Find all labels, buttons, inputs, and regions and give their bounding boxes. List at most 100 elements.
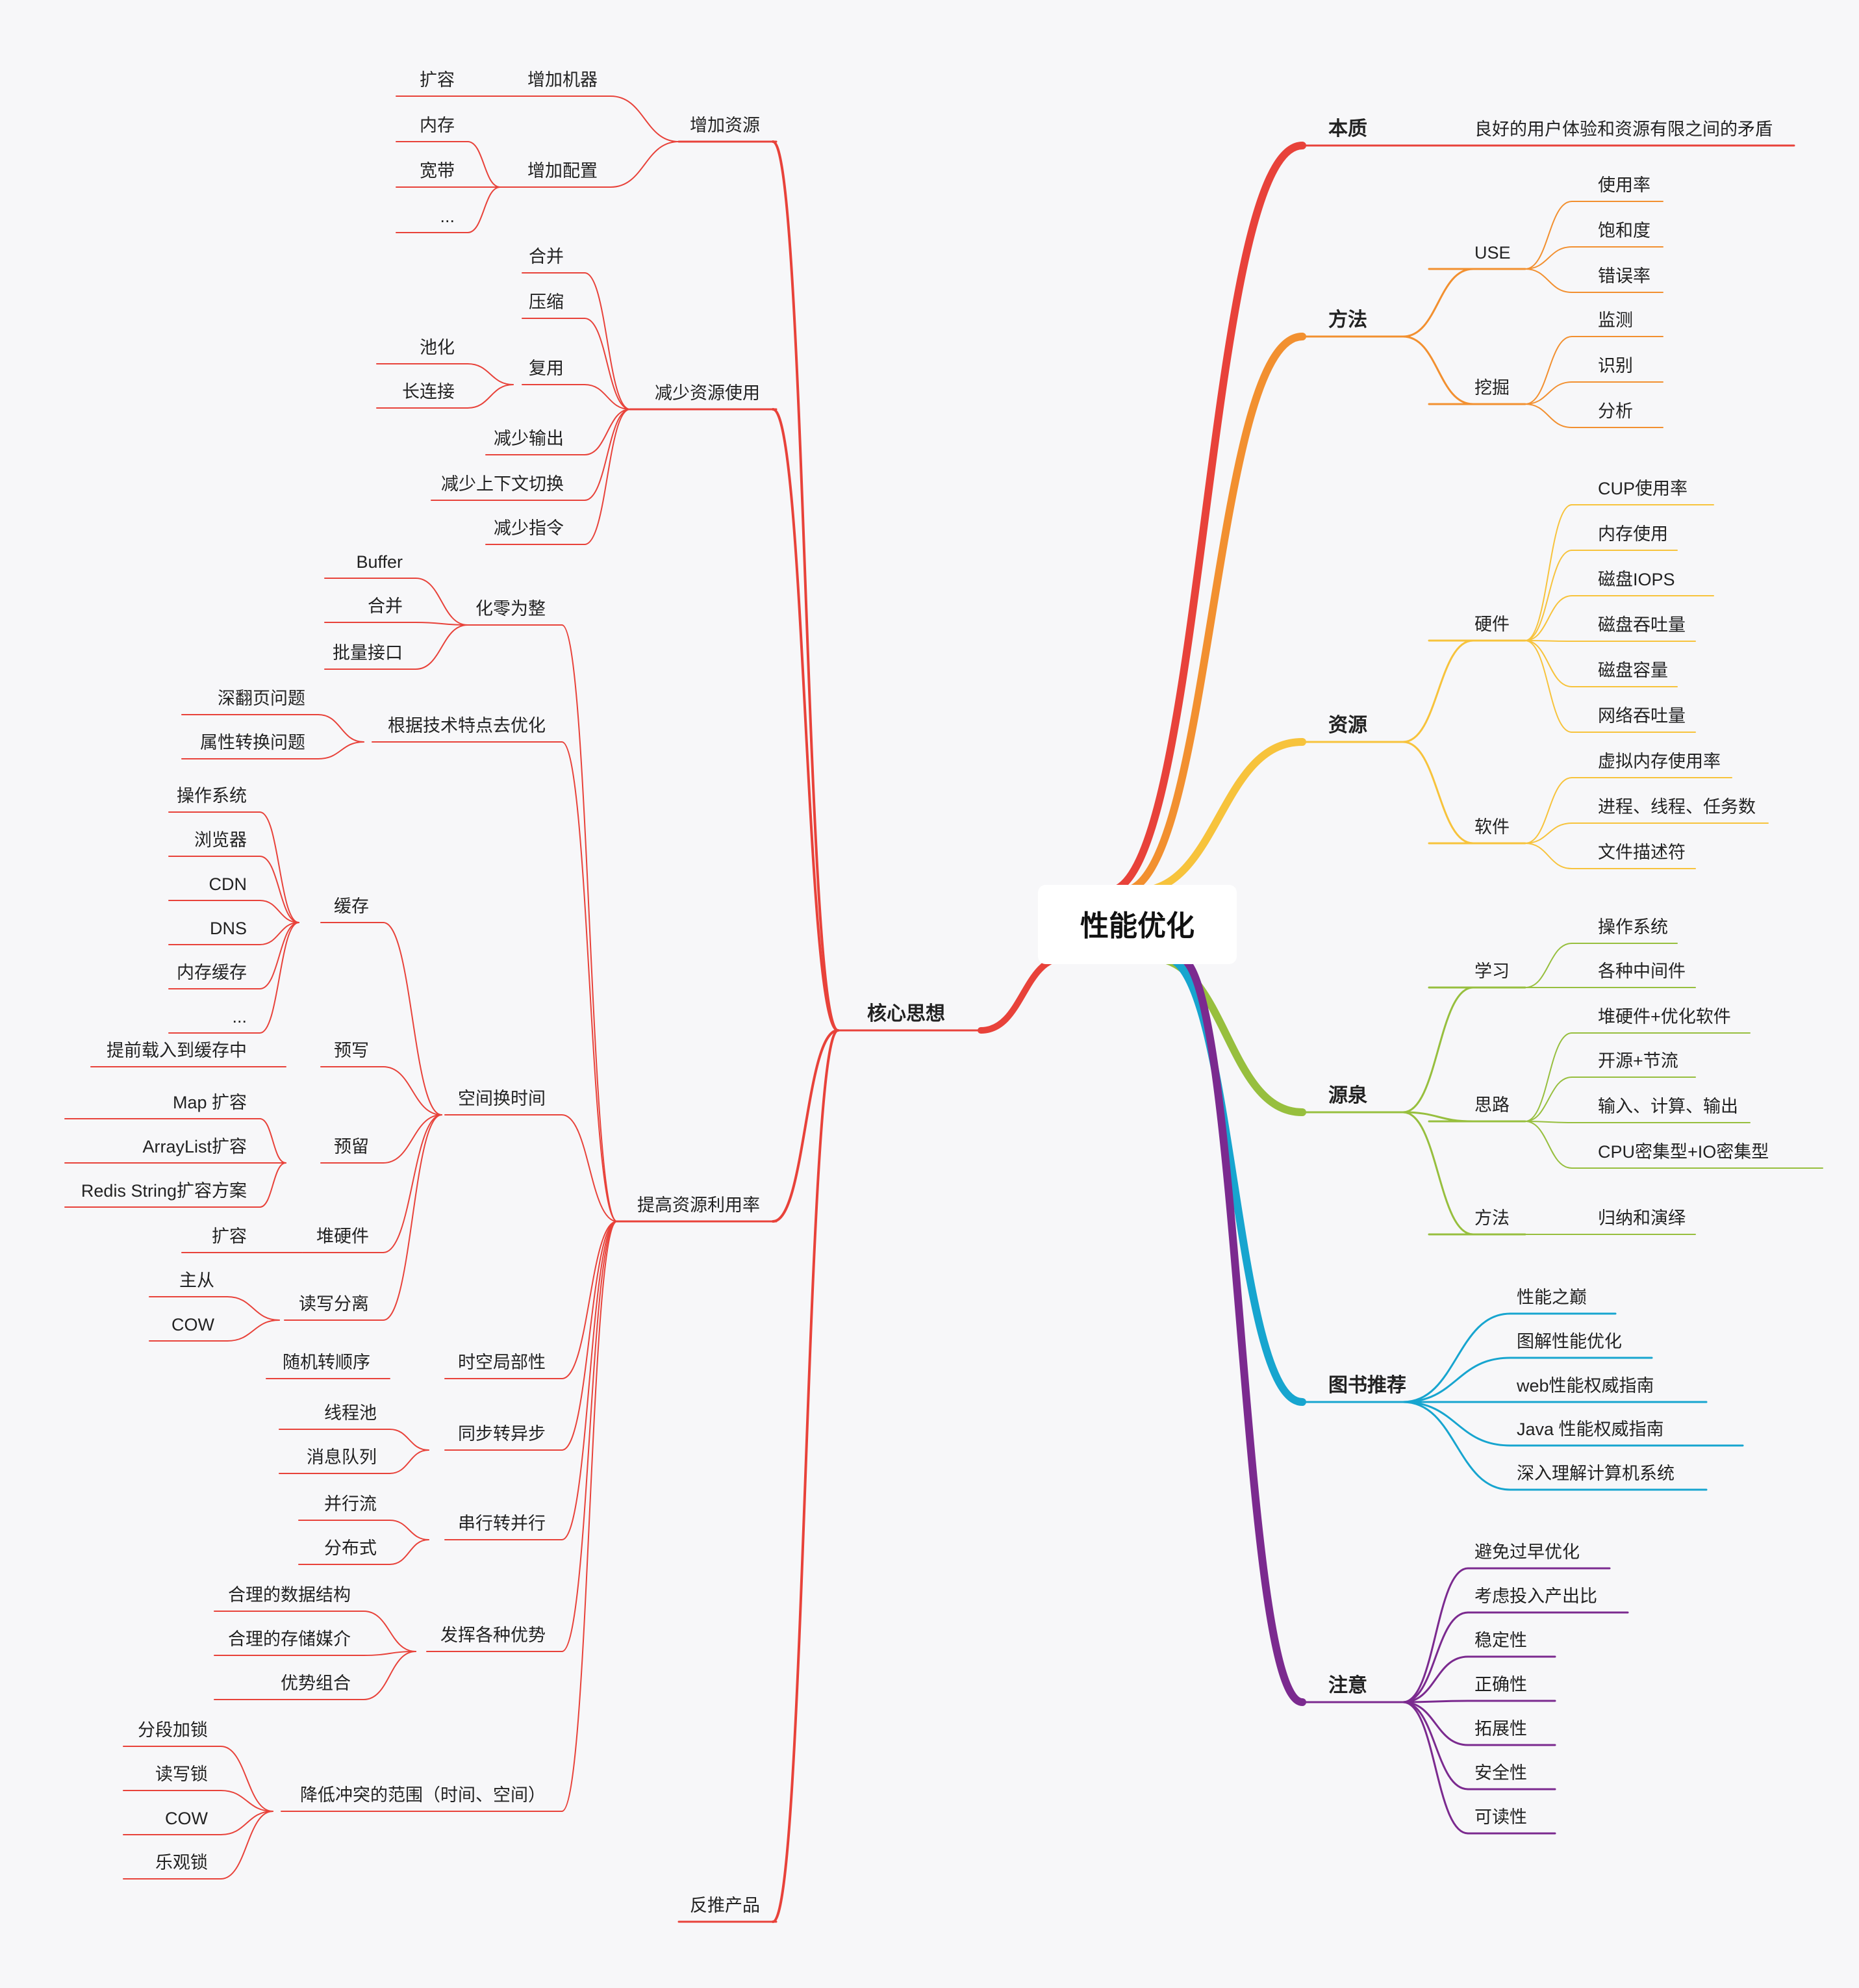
util-conflict-leaf-3-label[interactable]: 乐观锁 — [155, 1853, 208, 1872]
util-cache-leaf-4-label[interactable]: 内存缓存 — [177, 963, 247, 982]
util-hw-leaf-0-label[interactable]: 扩容 — [212, 1227, 247, 1246]
util-reserve-leaf-1-label[interactable]: ArrayList扩容 — [142, 1137, 247, 1156]
util-sub-5-label[interactable]: 串行转并行 — [458, 1514, 546, 1533]
add-res-sub-0-leaf-0-label[interactable]: 扩容 — [420, 70, 455, 90]
branch-2-label[interactable]: 资源 — [1328, 715, 1367, 736]
branch-3-sub-1-leaf-1-label[interactable]: 开源+节流 — [1598, 1051, 1678, 1071]
reduce-sub-0-label[interactable]: 合并 — [529, 247, 564, 266]
util-conflict-leaf-2-label[interactable]: COW — [165, 1809, 209, 1828]
util-space-sub-4-label[interactable]: 读写分离 — [299, 1294, 369, 1314]
branch-4-leaf-4-label[interactable]: 深入理解计算机系统 — [1517, 1464, 1675, 1483]
util-tech-leaf-0-label[interactable]: 深翻页问题 — [218, 689, 305, 708]
util-conflict-leaf-0-label[interactable]: 分段加锁 — [138, 1720, 208, 1740]
branch-4-leaf-0-label[interactable]: 性能之巅 — [1517, 1288, 1587, 1307]
branch-2-sub-0-leaf-1-label[interactable]: 内存使用 — [1598, 524, 1668, 544]
util-space-sub-1-label[interactable]: 预写 — [334, 1041, 369, 1060]
util-space-sub-0-label[interactable]: 缓存 — [334, 897, 369, 916]
util-cache-leaf-5-label[interactable]: ... — [232, 1007, 247, 1026]
branch-2-sub-1-leaf-1-label[interactable]: 进程、线程、任务数 — [1598, 797, 1756, 817]
util-sub-4-label[interactable]: 同步转异步 — [458, 1424, 546, 1444]
util-sub-7-label[interactable]: 降低冲突的范围（时间、空间） — [300, 1785, 546, 1805]
util-async-leaf-1-label[interactable]: 消息队列 — [307, 1447, 377, 1467]
util-reserve-leaf-2-label[interactable]: Redis String扩容方案 — [81, 1181, 247, 1201]
branch-3-sub-0-leaf-1-label[interactable]: 各种中间件 — [1598, 962, 1686, 981]
reduce-reuse-leaf-0-label[interactable]: 池化 — [420, 338, 455, 357]
branch-2-sub-0-leaf-0-label[interactable]: CUP使用率 — [1598, 479, 1688, 498]
util-advantage-leaf-1-label[interactable]: 合理的存储媒介 — [228, 1629, 351, 1649]
core-child-2-label[interactable]: 提高资源利用率 — [637, 1195, 760, 1215]
util-parallel-leaf-1-label[interactable]: 分布式 — [324, 1538, 377, 1558]
branch-4-leaf-1-label[interactable]: 图解性能优化 — [1517, 1332, 1622, 1351]
branch-4-label[interactable]: 图书推荐 — [1328, 1375, 1406, 1396]
util-sub-2-label[interactable]: 空间换时间 — [458, 1089, 546, 1108]
reduce-sub-4-label[interactable]: 减少上下文切换 — [441, 474, 564, 494]
core-label[interactable]: 核心思想 — [867, 1003, 945, 1025]
reduce-reuse-leaf-1-label[interactable]: 长连接 — [402, 382, 455, 401]
branch-1-sub-0-leaf-2-label[interactable]: 错误率 — [1598, 266, 1650, 286]
util-sub-0-label[interactable]: 化零为整 — [475, 599, 546, 618]
util-merge-leaf-1-label[interactable]: 合并 — [368, 596, 403, 616]
branch-3-sub-1-label[interactable]: 思路 — [1474, 1095, 1510, 1115]
branch-1-sub-1-leaf-0-label[interactable]: 监测 — [1598, 311, 1633, 330]
branch-5-leaf-0-label[interactable]: 避免过早优化 — [1474, 1542, 1580, 1562]
util-cache-leaf-2-label[interactable]: CDN — [209, 874, 247, 894]
branch-1-sub-1-leaf-2-label[interactable]: 分析 — [1598, 401, 1633, 421]
branch-5-leaf-2-label[interactable]: 稳定性 — [1474, 1631, 1527, 1650]
util-advantage-leaf-2-label[interactable]: 优势组合 — [281, 1674, 351, 1693]
branch-0-label[interactable]: 本质 — [1328, 118, 1367, 140]
util-cache-leaf-1-label[interactable]: 浏览器 — [194, 830, 247, 850]
core-child-3-label[interactable]: 反推产品 — [690, 1896, 760, 1915]
add-res-sub-0-label[interactable]: 增加机器 — [527, 70, 598, 90]
branch-2-sub-0-leaf-2-label[interactable]: 磁盘IOPS — [1598, 570, 1675, 589]
util-sub-1-label[interactable]: 根据技术特点去优化 — [388, 716, 546, 735]
reduce-sub-1-label[interactable]: 压缩 — [529, 292, 564, 312]
branch-3-sub-2-label[interactable]: 方法 — [1474, 1208, 1510, 1228]
branch-3-sub-1-leaf-0-label[interactable]: 堆硬件+优化软件 — [1598, 1007, 1731, 1026]
util-merge-leaf-0-label[interactable]: Buffer — [356, 552, 403, 572]
core-child-0-label[interactable]: 增加资源 — [690, 116, 760, 135]
branch-5-leaf-6-label[interactable]: 可读性 — [1474, 1807, 1527, 1827]
branch-1-label[interactable]: 方法 — [1328, 309, 1367, 331]
add-res-sub-1-leaf-0-label[interactable]: 内存 — [420, 116, 455, 135]
branch-2-sub-1-leaf-0-label[interactable]: 虚拟内存使用率 — [1598, 752, 1721, 771]
util-rw-leaf-1-label[interactable]: COW — [171, 1315, 215, 1334]
branch-2-sub-1-label[interactable]: 软件 — [1474, 817, 1510, 837]
branch-3-sub-1-leaf-3-label[interactable]: CPU密集型+IO密集型 — [1598, 1142, 1769, 1162]
util-locality-leaf-0-label[interactable]: 随机转顺序 — [283, 1353, 370, 1372]
branch-2-sub-0-label[interactable]: 硬件 — [1474, 615, 1510, 634]
branch-1-sub-1-label[interactable]: 挖掘 — [1474, 378, 1510, 398]
util-space-sub-3-label[interactable]: 堆硬件 — [316, 1227, 369, 1246]
util-sub-3-label[interactable]: 时空局部性 — [458, 1353, 546, 1372]
branch-0-child-label[interactable]: 良好的用户体验和资源有限之间的矛盾 — [1474, 120, 1773, 139]
branch-4-leaf-3-label[interactable]: Java 性能权威指南 — [1517, 1420, 1664, 1439]
add-res-sub-1-leaf-1-label[interactable]: 宽带 — [420, 161, 455, 181]
branch-1-sub-1-leaf-1-label[interactable]: 识别 — [1598, 356, 1633, 376]
util-rw-leaf-0-label[interactable]: 主从 — [179, 1271, 214, 1290]
util-parallel-leaf-0-label[interactable]: 并行流 — [324, 1494, 377, 1514]
branch-2-sub-1-leaf-2-label[interactable]: 文件描述符 — [1598, 843, 1686, 862]
add-res-sub-1-label[interactable]: 增加配置 — [527, 161, 598, 181]
branch-5-leaf-4-label[interactable]: 拓展性 — [1474, 1719, 1527, 1739]
branch-3-sub-1-leaf-2-label[interactable]: 输入、计算、输出 — [1598, 1097, 1738, 1116]
branch-4-leaf-2-label[interactable]: web性能权威指南 — [1516, 1376, 1654, 1395]
util-merge-leaf-2-label[interactable]: 批量接口 — [333, 643, 403, 663]
util-space-sub-2-label[interactable]: 预留 — [334, 1137, 369, 1156]
util-prewrite-leaf-0-label[interactable]: 提前载入到缓存中 — [107, 1041, 247, 1060]
reduce-sub-3-label[interactable]: 减少输出 — [494, 429, 564, 448]
util-conflict-leaf-1-label[interactable]: 读写锁 — [155, 1765, 208, 1784]
branch-3-label[interactable]: 源泉 — [1328, 1084, 1367, 1106]
util-cache-leaf-0-label[interactable]: 操作系统 — [177, 786, 247, 806]
core-child-1-label[interactable]: 减少资源使用 — [655, 383, 760, 403]
util-tech-leaf-1-label[interactable]: 属性转换问题 — [200, 733, 305, 752]
reduce-sub-5-label[interactable]: 减少指令 — [494, 518, 564, 538]
util-async-leaf-0-label[interactable]: 线程池 — [324, 1403, 377, 1423]
util-cache-leaf-3-label[interactable]: DNS — [210, 919, 247, 938]
util-reserve-leaf-0-label[interactable]: Map 扩容 — [173, 1093, 247, 1112]
branch-5-leaf-3-label[interactable]: 正确性 — [1474, 1675, 1527, 1694]
branch-2-sub-0-leaf-3-label[interactable]: 磁盘吞吐量 — [1598, 615, 1686, 635]
branch-5-leaf-1-label[interactable]: 考虑投入产出比 — [1474, 1587, 1597, 1606]
util-advantage-leaf-0-label[interactable]: 合理的数据结构 — [228, 1585, 351, 1605]
branch-3-sub-2-leaf-0-label[interactable]: 归纳和演绎 — [1598, 1208, 1686, 1228]
branch-3-sub-0-leaf-0-label[interactable]: 操作系统 — [1598, 917, 1668, 937]
util-sub-6-label[interactable]: 发挥各种优势 — [440, 1625, 546, 1645]
